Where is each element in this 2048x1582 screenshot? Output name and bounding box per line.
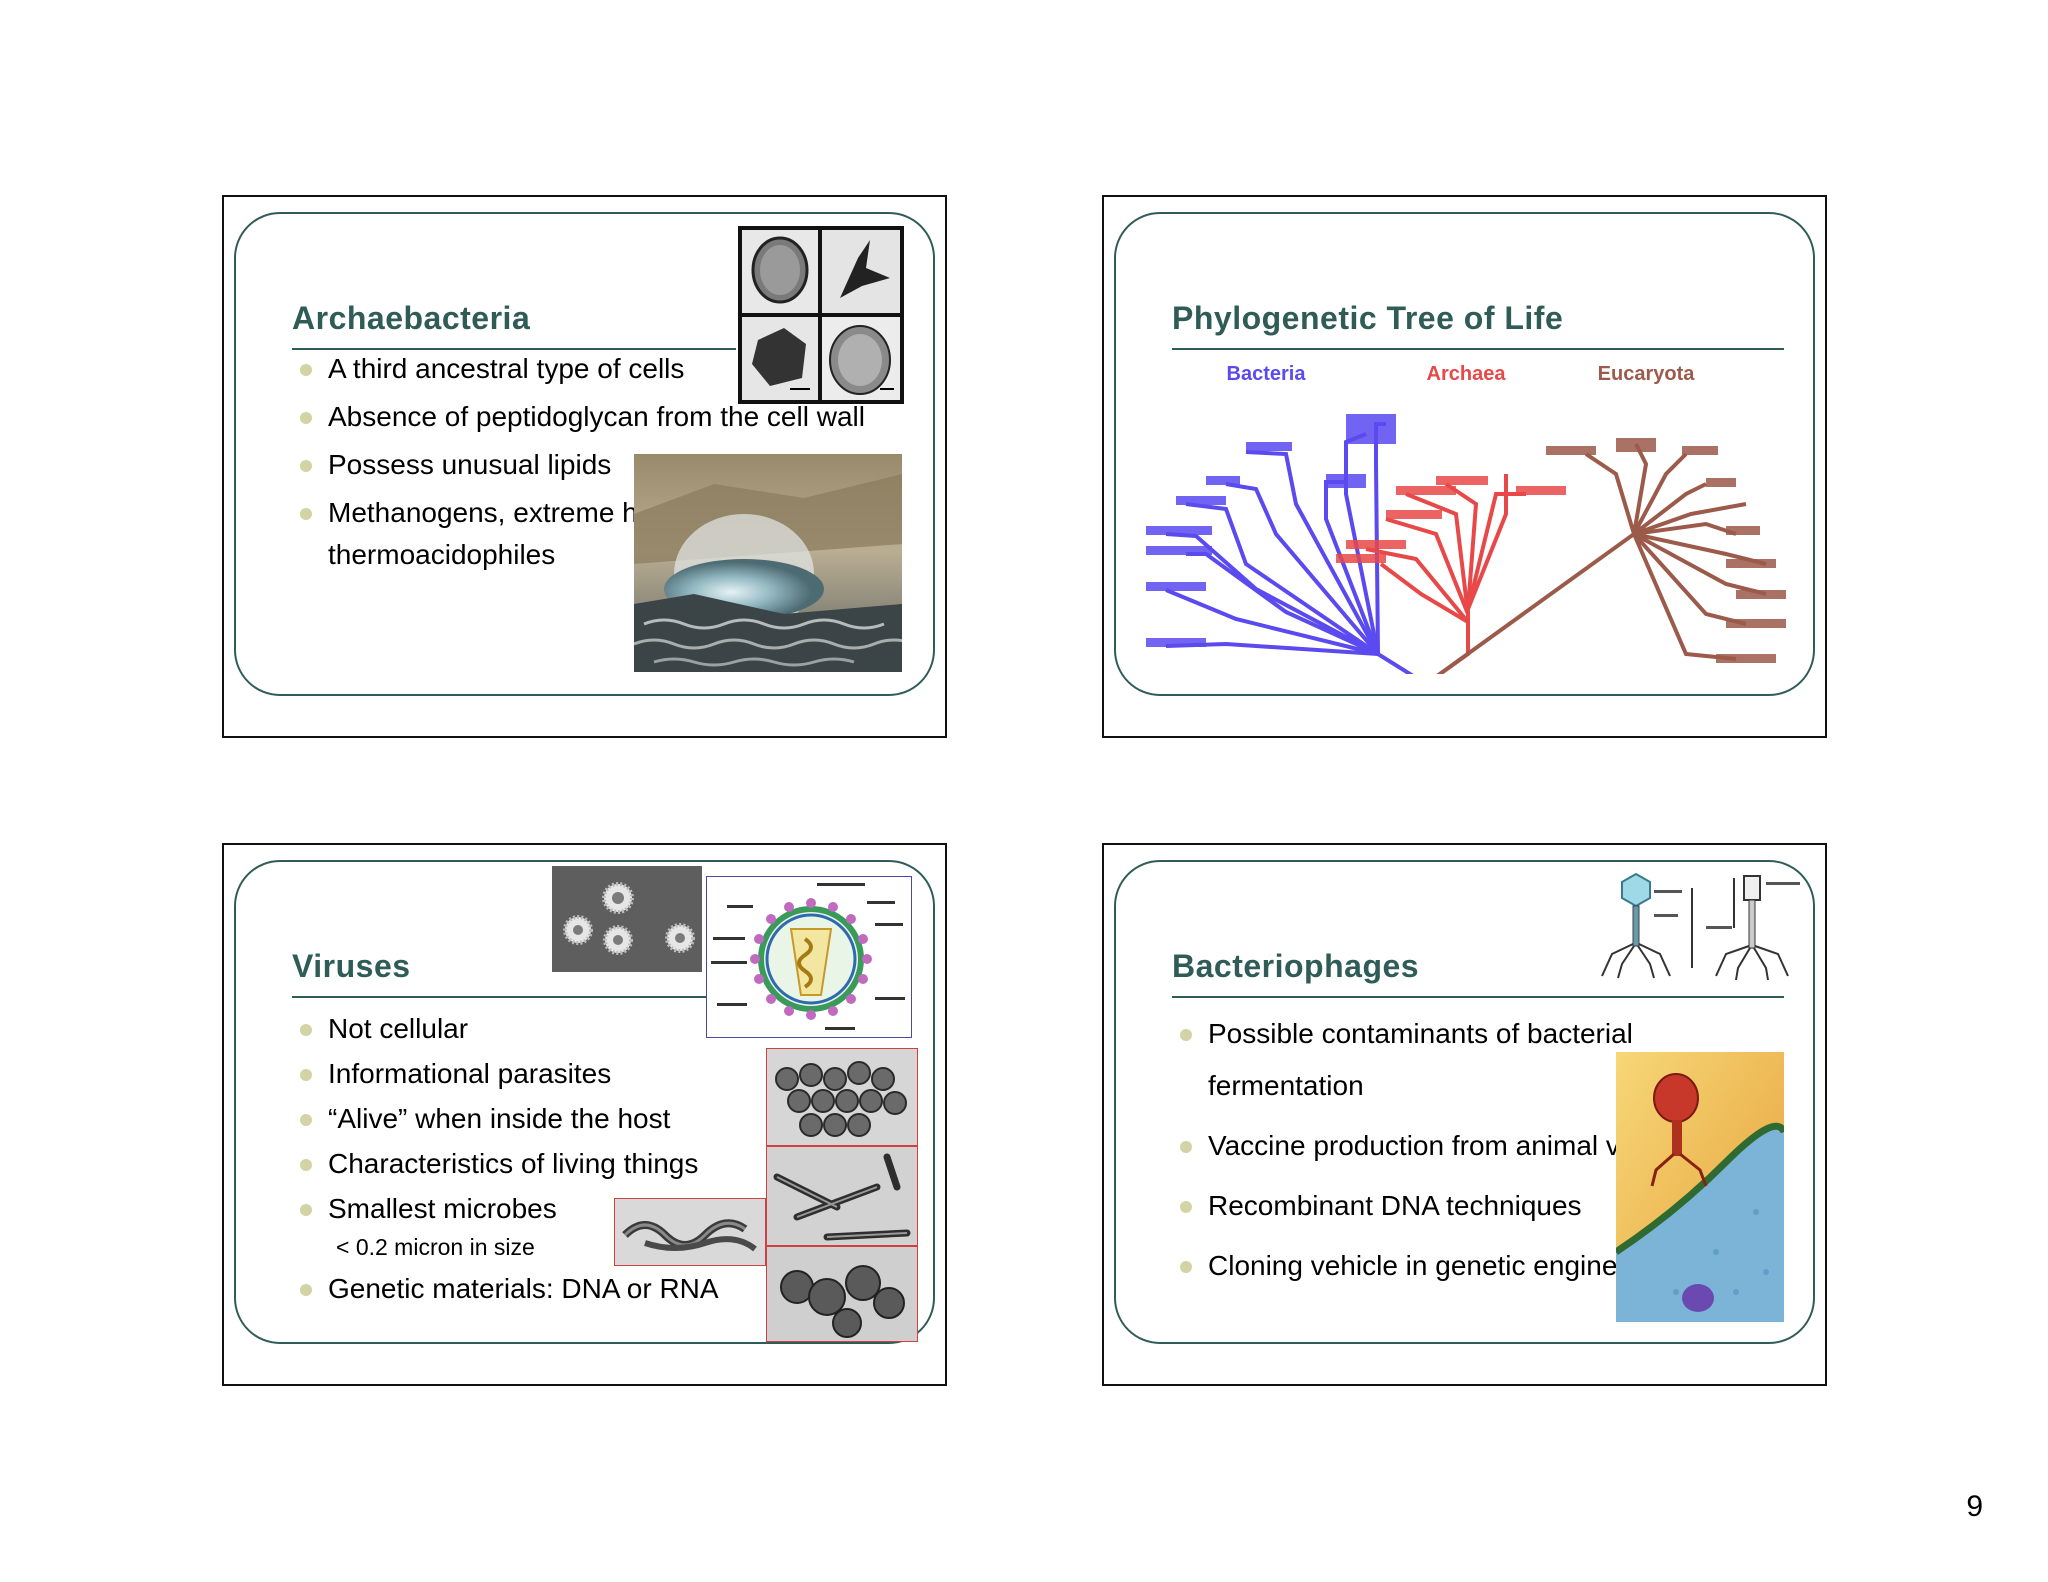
archaea-micrograph-image bbox=[738, 226, 904, 404]
bullet-dot-icon bbox=[300, 1024, 312, 1036]
bullet-list: Possible contaminants of bacterial ferme… bbox=[1180, 1008, 1740, 1292]
bullet-dot-icon bbox=[300, 460, 312, 472]
bullet-dot-icon bbox=[300, 364, 312, 376]
virus-particles-image-1 bbox=[766, 1048, 918, 1146]
title-underline bbox=[1172, 348, 1784, 350]
list-item: Vaccine production from animal viruses bbox=[1180, 1120, 1740, 1172]
list-item: Smallest microbes bbox=[300, 1188, 800, 1230]
list-item: Cloning vehicle in genetic engineering bbox=[1180, 1240, 1740, 1292]
bullet-dot-icon bbox=[1180, 1141, 1192, 1153]
bullet-dot-icon bbox=[1180, 1261, 1192, 1273]
bullet-dot-icon bbox=[300, 412, 312, 424]
slide-title: Phylogenetic Tree of Life bbox=[1172, 300, 1564, 336]
sub-list-item: < 0.2 micron in size bbox=[336, 1234, 535, 1260]
virus-micrograph-image bbox=[552, 866, 702, 972]
hot-spring-photo bbox=[634, 454, 902, 672]
virus-particles-image-3 bbox=[766, 1246, 918, 1342]
slide-archaebacteria: Archaebacteria A third ancestral type of… bbox=[222, 195, 947, 738]
list-item: Not cellular bbox=[300, 1008, 800, 1050]
slide-phylogenetic-tree: Phylogenetic Tree of Life Bacteria Archa… bbox=[1102, 195, 1827, 738]
tree-label-eucarya: Eucaryota bbox=[1598, 363, 1696, 385]
list-item: A third ancestral type of cells bbox=[300, 348, 880, 390]
slide-title: Archaebacteria bbox=[292, 300, 531, 336]
bullet-dot-icon bbox=[300, 1284, 312, 1296]
list-item: Possess unusual lipids bbox=[300, 444, 880, 486]
bullet-dot-icon bbox=[300, 1204, 312, 1216]
title-underline bbox=[292, 348, 736, 350]
list-item: Recombinant DNA techniques bbox=[1180, 1180, 1740, 1232]
bullet-dot-icon bbox=[1180, 1029, 1192, 1041]
bullet-dot-icon bbox=[300, 508, 312, 520]
archaea-branches bbox=[1365, 474, 1526, 674]
list-item: Possible contaminants of bacterial ferme… bbox=[1180, 1008, 1740, 1112]
hiv-structure-diagram bbox=[706, 876, 912, 1038]
slide-content-frame: Viruses bbox=[234, 860, 935, 1344]
slide-content-frame: Phylogenetic Tree of Life Bacteria Archa… bbox=[1114, 212, 1815, 696]
tree-label-bacteria: Bacteria bbox=[1227, 363, 1307, 385]
filovirus-image bbox=[614, 1198, 766, 1266]
slide-viruses: Viruses bbox=[222, 843, 947, 1386]
slide-content-frame: Archaebacteria A third ancestral type of… bbox=[234, 212, 935, 696]
bullet-dot-icon bbox=[1180, 1201, 1192, 1213]
phage-infection-image bbox=[1616, 1052, 1784, 1322]
list-item: “Alive” when inside the host bbox=[300, 1098, 800, 1140]
page-number: 9 bbox=[1966, 1490, 1983, 1523]
bullet-dot-icon bbox=[300, 1114, 312, 1126]
tree-label-archaea: Archaea bbox=[1427, 363, 1507, 385]
title-underline bbox=[292, 996, 712, 998]
slide-title: Viruses bbox=[292, 948, 411, 984]
virus-particles-image-2 bbox=[766, 1146, 918, 1246]
bullet-list: Not cellular Informational parasites “Al… bbox=[300, 1008, 800, 1310]
title-underline bbox=[1172, 996, 1784, 998]
slide-title: Bacteriophages bbox=[1172, 948, 1420, 984]
list-item: Genetic materials: DNA or RNA bbox=[300, 1268, 800, 1310]
slide-content-frame: Bacteriophages bbox=[1114, 860, 1815, 1344]
list-item: Characteristics of living things bbox=[300, 1143, 800, 1185]
bullet-dot-icon bbox=[300, 1069, 312, 1081]
phage-structure-diagram bbox=[1596, 868, 1806, 986]
bullet-dot-icon bbox=[300, 1159, 312, 1171]
list-item: Absence of peptidoglycan from the cell w… bbox=[300, 396, 880, 438]
phylogenetic-tree-diagram: Bacteria Archaea Eucaryota bbox=[1146, 363, 1786, 674]
list-item: Informational parasites bbox=[300, 1053, 800, 1095]
slide-bacteriophages: Bacteriophages bbox=[1102, 843, 1827, 1386]
